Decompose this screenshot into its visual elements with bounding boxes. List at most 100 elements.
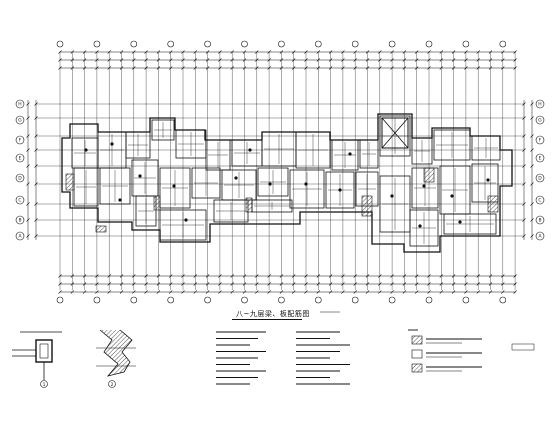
dim-tick — [476, 282, 480, 286]
dim-tick — [205, 274, 210, 278]
dim-tick — [530, 134, 534, 138]
axis-label-right: G — [538, 118, 542, 124]
dim-tick — [82, 282, 87, 286]
dim-tick — [144, 274, 148, 278]
axis-bubble-top — [278, 40, 285, 48]
dim-tick — [218, 50, 222, 54]
dim-tick — [119, 290, 124, 294]
dim-tick — [476, 58, 480, 62]
dim-tick — [156, 66, 161, 70]
axis-bubble-bottom — [278, 296, 285, 304]
dim-tick — [26, 102, 30, 106]
dim-tick — [390, 282, 394, 286]
axis-label-left: H — [18, 102, 21, 108]
column-detail — [35, 339, 53, 363]
dim-tick — [132, 290, 136, 294]
dim-tick — [464, 290, 468, 294]
axis-bubble-top — [499, 40, 507, 48]
dim-tick — [439, 50, 444, 54]
dim-tick — [205, 282, 210, 286]
dim-tick — [316, 290, 321, 294]
dim-tick — [34, 116, 38, 120]
dim-tick — [168, 290, 173, 294]
dim-tick — [304, 66, 308, 70]
dim-tick — [58, 290, 62, 294]
dim-tick — [341, 290, 345, 294]
room-slab — [159, 209, 207, 241]
room-slab — [289, 169, 325, 209]
rebar-callout — [84, 148, 88, 152]
dim-tick — [365, 66, 370, 70]
dim-tick — [230, 58, 234, 62]
rebar-callout — [418, 224, 422, 228]
dim-tick — [316, 66, 321, 70]
dim-tick — [230, 66, 234, 70]
dim-tick — [328, 274, 333, 278]
rebar-callout — [304, 182, 308, 186]
dim-tick — [144, 290, 148, 294]
room-slab — [295, 131, 331, 169]
dim-tick — [95, 58, 99, 62]
axis-bubble-top — [462, 40, 470, 48]
dim-tick — [530, 164, 534, 168]
dim-tick — [341, 274, 345, 278]
dim-tick — [242, 58, 247, 62]
dim-tick — [464, 66, 468, 70]
dim-tick — [522, 148, 526, 152]
dim-tick — [390, 290, 394, 294]
dim-tick — [230, 282, 234, 286]
dim-tick — [34, 202, 38, 206]
dim-tick — [451, 58, 456, 62]
dim-tick — [119, 282, 124, 286]
axis-bubble-top — [130, 40, 138, 48]
dim-tick — [144, 66, 148, 70]
dim-tick — [414, 282, 419, 286]
axis-label-right: B — [538, 218, 541, 224]
dim-tick — [193, 50, 198, 54]
hatched-slab — [95, 225, 107, 233]
dim-tick — [464, 58, 468, 62]
axis-bubble-bottom — [204, 296, 211, 304]
dim-tick — [353, 66, 357, 70]
hatched-slab — [245, 197, 253, 213]
dim-tick — [530, 102, 534, 106]
axis-bubble-top — [204, 40, 211, 48]
dim-tick — [378, 66, 382, 70]
rebar-callout — [138, 174, 142, 178]
dim-tick — [58, 50, 62, 54]
dim-tick — [341, 282, 345, 286]
dim-tick — [82, 66, 87, 70]
axis-label-left: G — [18, 118, 22, 124]
legend-swatch — [411, 335, 423, 345]
dim-tick — [168, 58, 173, 62]
dim-tick — [70, 274, 75, 278]
dim-tick — [267, 50, 271, 54]
dim-tick — [402, 50, 407, 54]
dim-tick — [255, 274, 259, 278]
dim-tick — [132, 66, 136, 70]
dim-tick — [427, 66, 431, 70]
room-slabs — [71, 115, 501, 247]
axis-bubble-bottom — [462, 296, 470, 304]
axis-bubble-bottom — [56, 296, 64, 304]
dim-tick — [501, 274, 505, 278]
dim-tick — [451, 50, 456, 54]
dim-tick — [267, 58, 271, 62]
dim-tick — [414, 50, 419, 54]
dim-tick — [488, 290, 493, 294]
dim-tick — [95, 66, 99, 70]
room-slab — [433, 129, 471, 161]
dim-tick — [365, 290, 370, 294]
axis-bubble-bottom — [425, 296, 433, 304]
dim-tick — [279, 274, 284, 278]
rebar-callout — [338, 188, 342, 192]
dim-tick — [181, 274, 185, 278]
dim-tick — [82, 58, 87, 62]
dim-tick — [107, 58, 111, 62]
dim-tick — [402, 66, 407, 70]
dim-tick — [230, 50, 234, 54]
dim-tick — [230, 290, 234, 294]
dim-tick — [168, 282, 173, 286]
dim-tick — [414, 58, 419, 62]
